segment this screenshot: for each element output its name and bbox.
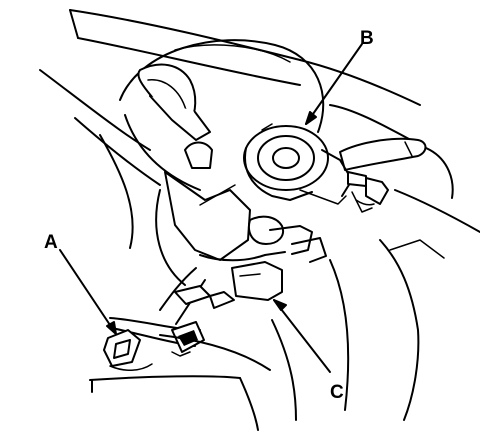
leader-b	[305, 43, 363, 125]
leader-lines	[59, 43, 363, 373]
lower-panel	[89, 334, 271, 431]
callout-a-label: A	[44, 232, 58, 253]
dashboard-outline	[39, 9, 480, 421]
leader-c	[273, 299, 331, 373]
wiper-stalk	[339, 137, 427, 171]
callout-c-label: C	[330, 382, 344, 403]
connector-small	[171, 321, 205, 357]
reel-connector	[347, 171, 389, 213]
steering-column-shroud	[99, 39, 325, 286]
arrowhead-c	[273, 299, 287, 311]
arrowhead-a	[106, 321, 117, 335]
leader-a	[59, 249, 117, 335]
arrowhead-b	[305, 111, 317, 125]
callout-b-label: B	[360, 28, 374, 49]
lever-stalk	[137, 63, 213, 169]
connector-a	[103, 329, 153, 371]
cable-reel	[243, 123, 353, 205]
